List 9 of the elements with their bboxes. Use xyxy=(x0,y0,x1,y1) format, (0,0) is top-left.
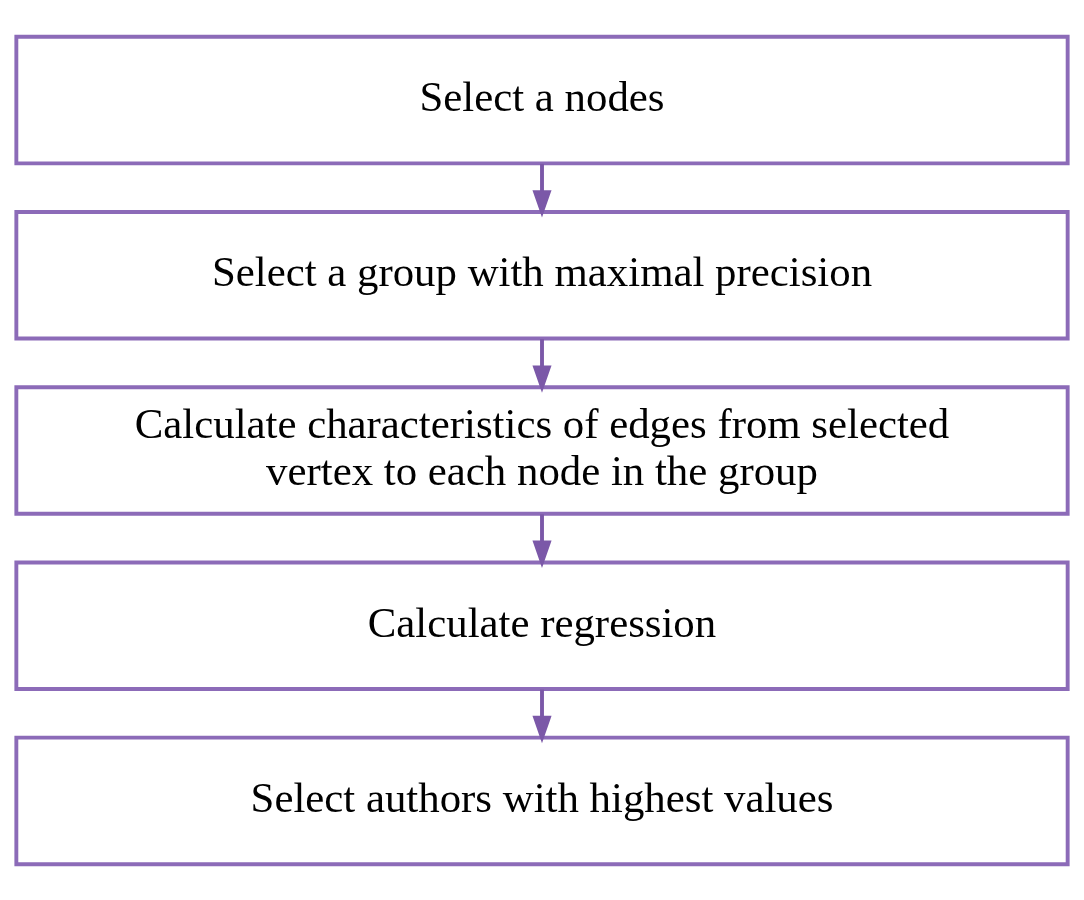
node-box: Select a group with maximal precision xyxy=(14,209,1070,340)
arrow xyxy=(532,338,552,393)
node-box: Select a nodes xyxy=(14,34,1070,165)
node-box: Calculate characteristics of edges from selected vertex to each node in the group xyxy=(14,384,1070,516)
node-box: Calculate regression xyxy=(14,560,1070,691)
node-box: Select authors with highest values xyxy=(14,735,1070,866)
arrow xyxy=(532,689,552,743)
arrow xyxy=(532,513,552,568)
arrow xyxy=(532,163,552,217)
